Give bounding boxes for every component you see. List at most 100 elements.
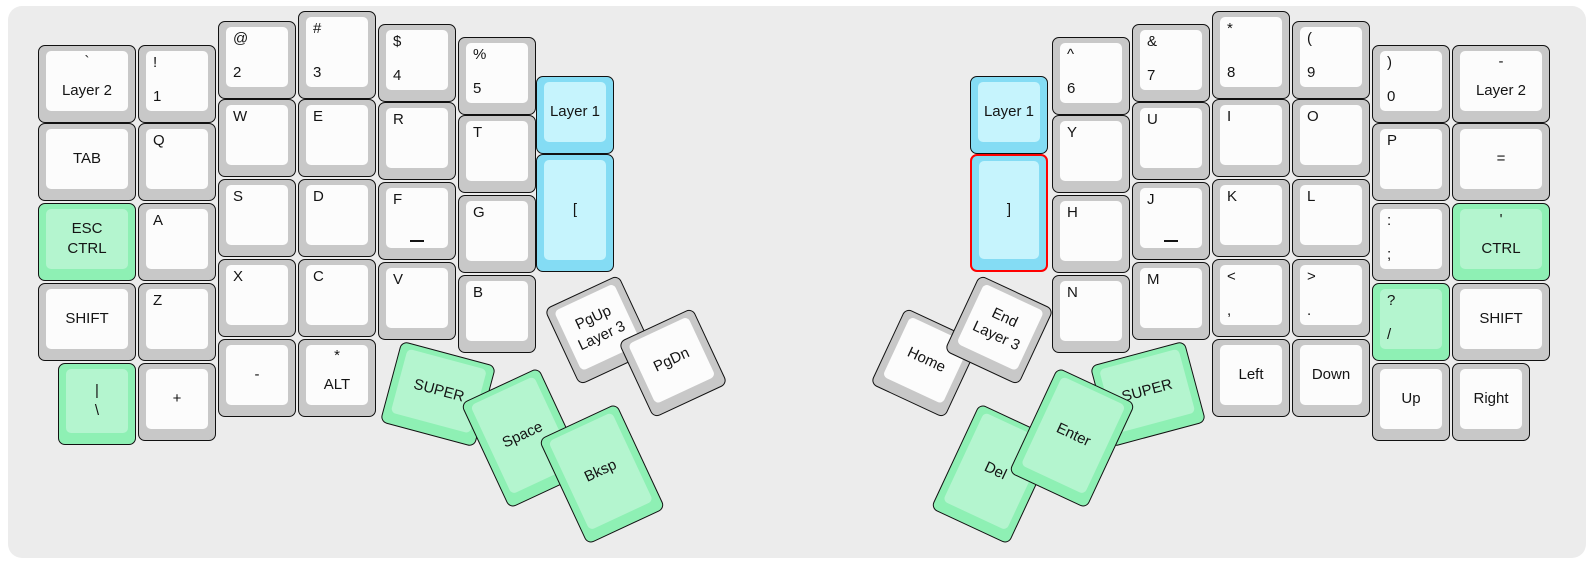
key-r-p[interactable]: P bbox=[1372, 123, 1450, 201]
key-legend-primary: Del bbox=[981, 457, 1010, 483]
key-legend-primary: Up bbox=[1401, 389, 1421, 407]
key-l-1[interactable]: !1 bbox=[138, 45, 216, 123]
key-l-lbracket[interactable]: [ bbox=[536, 154, 614, 272]
keycap-l-plus: + bbox=[146, 369, 208, 429]
key-r-o[interactable]: O bbox=[1292, 99, 1370, 177]
key-r-i[interactable]: I bbox=[1212, 99, 1290, 177]
key-legend-primary: ESC CTRL bbox=[67, 219, 107, 257]
key-r-rbracket[interactable]: ] bbox=[970, 154, 1048, 272]
key-r-6[interactable]: ^6 bbox=[1052, 37, 1130, 115]
key-l-layer1[interactable]: Layer 1 bbox=[536, 76, 614, 154]
key-legend-primary: 9 bbox=[1307, 64, 1316, 82]
key-r-0[interactable]: )0 bbox=[1372, 45, 1450, 123]
keycap-r-i: I bbox=[1220, 105, 1282, 165]
key-l-grave-layer2[interactable]: `Layer 2 bbox=[38, 45, 136, 123]
key-legend-primary: / bbox=[1387, 326, 1392, 344]
key-r-u[interactable]: U bbox=[1132, 102, 1210, 180]
key-r-shift[interactable]: SHIFT bbox=[1452, 283, 1550, 361]
key-l-tab[interactable]: TAB bbox=[38, 123, 136, 201]
keycap-r-y: Y bbox=[1060, 121, 1122, 181]
key-l-a[interactable]: A bbox=[138, 203, 216, 281]
key-legend-primary: N bbox=[1067, 284, 1078, 301]
keycap-l-q: Q bbox=[146, 129, 208, 189]
key-r-comma[interactable]: <, bbox=[1212, 259, 1290, 337]
key-l-f[interactable]: F bbox=[378, 182, 456, 260]
key-l-pipe-backslash[interactable]: | \ bbox=[58, 363, 136, 445]
key-r-y[interactable]: Y bbox=[1052, 115, 1130, 193]
key-legend-primary: Y bbox=[1067, 124, 1078, 141]
key-l-s[interactable]: S bbox=[218, 179, 296, 257]
key-l-q[interactable]: Q bbox=[138, 123, 216, 201]
key-legend-primary: 5 bbox=[473, 80, 482, 98]
key-r-equal[interactable]: = bbox=[1452, 123, 1550, 201]
key-l-v[interactable]: V bbox=[378, 262, 456, 340]
key-r-k[interactable]: K bbox=[1212, 179, 1290, 257]
key-l-esc-ctrl[interactable]: ESC CTRL bbox=[38, 203, 136, 281]
key-legend-primary: Left bbox=[1238, 365, 1264, 383]
key-legend-primary: = bbox=[1496, 149, 1506, 167]
key-legend-primary: 7 bbox=[1147, 67, 1156, 85]
key-l-alt[interactable]: *ALT bbox=[298, 339, 376, 417]
key-r-down[interactable]: Down bbox=[1292, 339, 1370, 417]
key-r-l[interactable]: L bbox=[1292, 179, 1370, 257]
keycap-l-pipe-backslash: | \ bbox=[66, 369, 128, 433]
key-legend-shifted: - bbox=[1498, 53, 1504, 70]
key-legend-primary: V bbox=[393, 271, 404, 288]
keycap-l-c: C bbox=[306, 265, 368, 325]
key-legend-primary: 4 bbox=[393, 67, 402, 85]
keycap-r-k: K bbox=[1220, 185, 1282, 245]
key-legend-primary: PgDn bbox=[650, 343, 692, 376]
key-legend-primary: SHIFT bbox=[65, 309, 109, 327]
keycap-l-2: @2 bbox=[226, 27, 288, 87]
key-r-layer1[interactable]: Layer 1 bbox=[970, 76, 1048, 154]
key-l-3[interactable]: #3 bbox=[298, 11, 376, 99]
key-r-quote-ctrl[interactable]: 'CTRL bbox=[1452, 203, 1550, 281]
keycap-r-j: J bbox=[1140, 188, 1202, 248]
key-r-j[interactable]: J bbox=[1132, 182, 1210, 260]
key-r-slash[interactable]: ?/ bbox=[1372, 283, 1450, 361]
key-legend-primary: X bbox=[233, 268, 244, 285]
key-legend-primary: Space bbox=[499, 417, 546, 452]
key-l-w[interactable]: W bbox=[218, 99, 296, 177]
keycap-r-8: *8 bbox=[1220, 17, 1282, 87]
key-r-7[interactable]: &7 bbox=[1132, 24, 1210, 102]
key-l-t[interactable]: T bbox=[458, 115, 536, 193]
key-l-x[interactable]: X bbox=[218, 259, 296, 337]
key-r-n[interactable]: N bbox=[1052, 275, 1130, 353]
keycap-r-l: L bbox=[1300, 185, 1362, 245]
keycap-l-f: F bbox=[386, 188, 448, 248]
key-r-m[interactable]: M bbox=[1132, 262, 1210, 340]
key-l-r[interactable]: R bbox=[378, 102, 456, 180]
key-l-plus[interactable]: + bbox=[138, 363, 216, 441]
key-l-e[interactable]: E bbox=[298, 99, 376, 177]
keycap-l-s: S bbox=[226, 185, 288, 245]
key-r-period[interactable]: >. bbox=[1292, 259, 1370, 337]
key-l-shift[interactable]: SHIFT bbox=[38, 283, 136, 361]
key-l-z[interactable]: Z bbox=[138, 283, 216, 361]
key-l-minus[interactable]: - bbox=[218, 339, 296, 417]
key-l-g[interactable]: G bbox=[458, 195, 536, 273]
key-l-b[interactable]: B bbox=[458, 275, 536, 353]
key-l-5[interactable]: %5 bbox=[458, 37, 536, 115]
key-r-8[interactable]: *8 bbox=[1212, 11, 1290, 99]
key-r-minus-layer2[interactable]: -Layer 2 bbox=[1452, 45, 1550, 123]
keycap-r-down: Down bbox=[1300, 345, 1362, 405]
key-legend-primary: ALT bbox=[323, 375, 351, 393]
key-legend-shifted: ' bbox=[1499, 211, 1503, 228]
key-l-2[interactable]: @2 bbox=[218, 21, 296, 99]
key-l-c[interactable]: C bbox=[298, 259, 376, 337]
key-l-4[interactable]: $4 bbox=[378, 24, 456, 102]
key-legend-primary: Z bbox=[153, 292, 163, 309]
key-r-up[interactable]: Up bbox=[1372, 363, 1450, 441]
key-r-right[interactable]: Right bbox=[1452, 363, 1530, 441]
key-legend-primary: Layer 2 bbox=[61, 81, 113, 99]
key-legend-primary: - bbox=[254, 365, 260, 383]
key-legend-shifted: # bbox=[313, 20, 322, 37]
key-r-left[interactable]: Left bbox=[1212, 339, 1290, 417]
key-l-d[interactable]: D bbox=[298, 179, 376, 257]
key-legend-primary: Enter bbox=[1053, 419, 1094, 450]
keycap-l-a: A bbox=[146, 209, 208, 269]
key-r-h[interactable]: H bbox=[1052, 195, 1130, 273]
key-r-9[interactable]: (9 bbox=[1292, 21, 1370, 99]
key-r-semicolon[interactable]: :; bbox=[1372, 203, 1450, 281]
